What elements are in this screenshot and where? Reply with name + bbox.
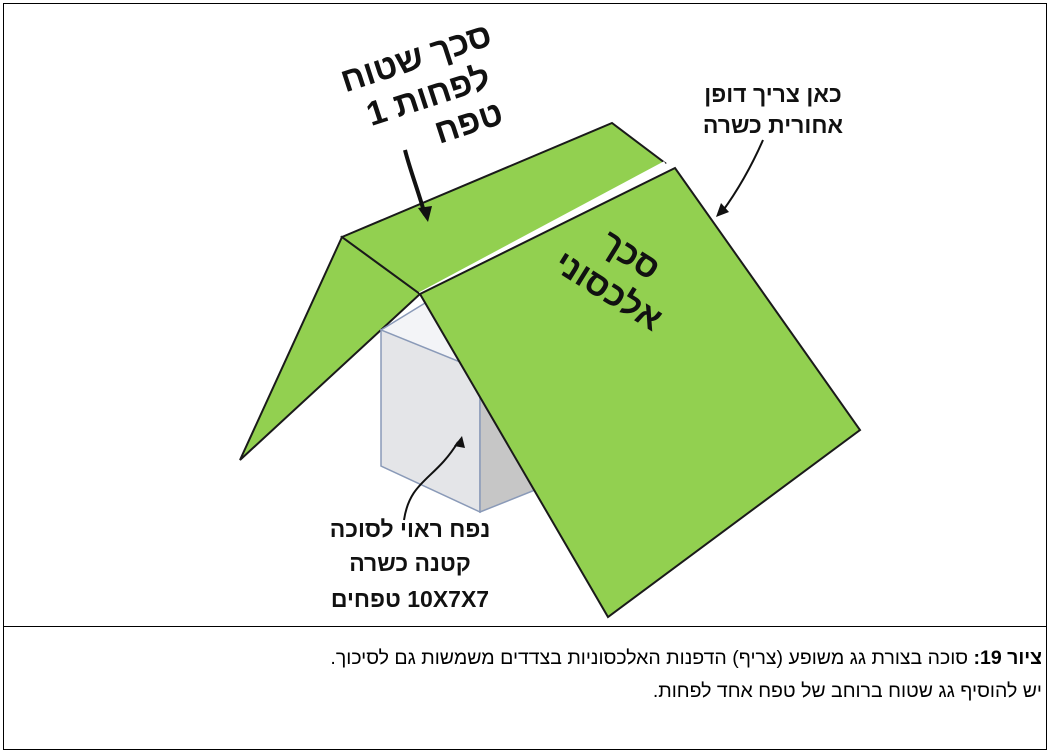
caption-line-1: ציור 19: סוכה בצורת גג משופע (צריף) הדפנ… [10,642,1042,675]
back-wall-arrow [716,139,764,217]
caption-line-2: יש להוסיף גג שטוח ברוחב של טפח אחד לפחות… [652,680,1042,702]
sukkah-diagram: סכך שטוח לפחות 1 טפח כאן צריך דופן אחורי… [239,15,862,619]
back-wall-label: כאן צריך דופן אחורית כשרה [703,81,844,138]
volume-label-line-3: 10X7X7 טפחים [331,586,489,612]
volume-label-line-2: קטנה כשרה [349,550,471,576]
caption-divider [3,626,1047,627]
roof-gap [419,161,666,296]
figure-caption: ציור 19: סוכה בצורת גג משופע (צריף) הדפנ… [10,642,1042,708]
back-wall-label-line-1: כאן צריך דופן [704,81,841,107]
volume-label: נפח ראוי לסוכה קטנה כשרה 10X7X7 טפחים [330,516,491,612]
volume-label-line-1: נפח ראוי לסוכה [330,516,491,542]
flat-roof-arrow [403,149,432,222]
caption-text-1: סוכה בצורת גג משופע (צריף) הדפנות האלכסו… [330,647,969,669]
figure-frame [3,3,1047,750]
caption-figure-number: ציור 19: [973,647,1043,669]
volume-arrow [403,436,465,521]
right-diagonal-roof [418,166,862,619]
back-wall-label-line-2: אחורית כשרה [703,112,844,138]
